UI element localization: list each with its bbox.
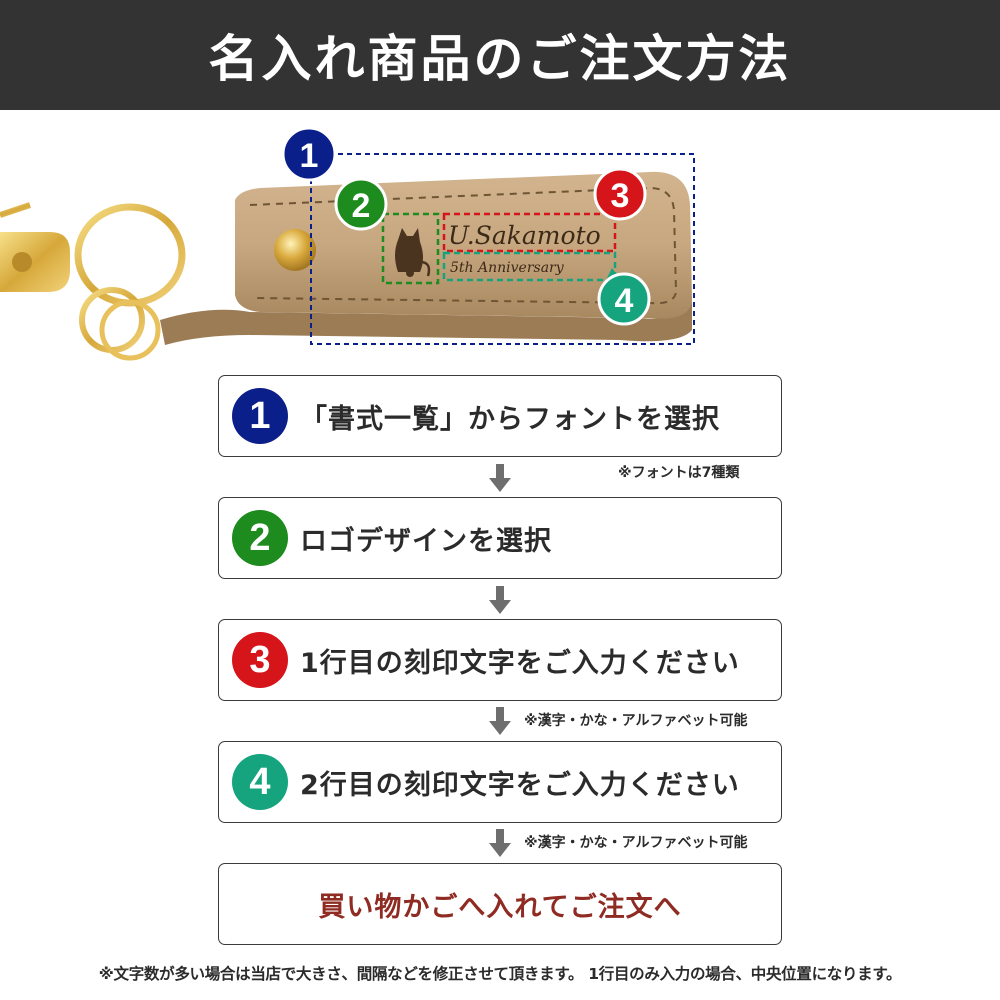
svg-text:2: 2 bbox=[352, 187, 371, 225]
engrave-line1: U.Sakamoto bbox=[448, 221, 601, 250]
step-3-label: 1行目の刻印文字をご入力ください bbox=[300, 647, 740, 679]
cat-logo-icon bbox=[395, 228, 431, 277]
marker-3: 3 bbox=[593, 167, 647, 221]
step-2-logo-select[interactable]: 2 ロゴデザインを選択 bbox=[218, 497, 782, 579]
area-2-box bbox=[381, 212, 440, 285]
step-1-label: 「書式一覧」からフォントを選択 bbox=[300, 403, 720, 435]
step-2-number-badge: 2 bbox=[232, 510, 288, 566]
line2-chars-note: ※漢字・かな・アルファベット可能 bbox=[524, 835, 748, 851]
engrave-line2: 5th Anniversary bbox=[450, 260, 565, 276]
step-3-line1-input[interactable]: 3 1行目の刻印文字をご入力ください bbox=[218, 619, 782, 701]
gold-ring bbox=[74, 203, 186, 307]
down-arrow-icon bbox=[489, 829, 511, 857]
svg-text:3: 3 bbox=[611, 177, 630, 215]
keychain-image: U.Sakamoto 5th Anniversary 1 2 3 4 bbox=[0, 126, 695, 361]
rivet bbox=[274, 229, 316, 271]
marker-2: 2 bbox=[334, 177, 388, 231]
add-to-cart-label: 買い物かごへ入れてご注文へ bbox=[318, 891, 682, 923]
step-4-number-badge: 4 bbox=[232, 754, 288, 810]
svg-text:4: 4 bbox=[615, 282, 634, 320]
down-arrow-icon bbox=[489, 586, 511, 614]
font-count-note: ※フォントは7種類 bbox=[618, 465, 740, 481]
marker-1: 1 bbox=[281, 126, 337, 182]
area-1-box bbox=[310, 153, 695, 345]
svg-text:1: 1 bbox=[300, 137, 319, 175]
page-title: 名入れ商品のご注文方法 bbox=[208, 30, 792, 88]
down-arrow-icon bbox=[489, 464, 511, 492]
line1-chars-note: ※漢字・かな・アルファベット可能 bbox=[524, 713, 748, 729]
area-3-box bbox=[442, 212, 617, 253]
step-1-font-select[interactable]: 1 「書式一覧」からフォントを選択 bbox=[218, 375, 782, 457]
step-4-label: 2行目の刻印文字をご入力ください bbox=[300, 769, 740, 801]
step-1-number-badge: 1 bbox=[232, 388, 288, 444]
down-arrow-icon bbox=[489, 707, 511, 735]
footer-note: ※文字数が多い場合は当店で大きさ、間隔などを修正させて頂きます。 1行目のみ入力… bbox=[98, 965, 902, 983]
step-2-label: ロゴデザインを選択 bbox=[300, 525, 552, 557]
product-illustration: U.Sakamoto 5th Anniversary 1 2 3 4 bbox=[0, 110, 1000, 365]
step-3-number-badge: 3 bbox=[232, 632, 288, 688]
page-header: 名入れ商品のご注文方法 bbox=[0, 0, 1000, 110]
add-to-cart-button[interactable]: 買い物かごへ入れてご注文へ bbox=[218, 863, 782, 945]
step-4-line2-input[interactable]: 4 2行目の刻印文字をご入力ください bbox=[218, 741, 782, 823]
marker-4: 4 bbox=[597, 268, 651, 326]
area-4-box bbox=[442, 251, 617, 282]
